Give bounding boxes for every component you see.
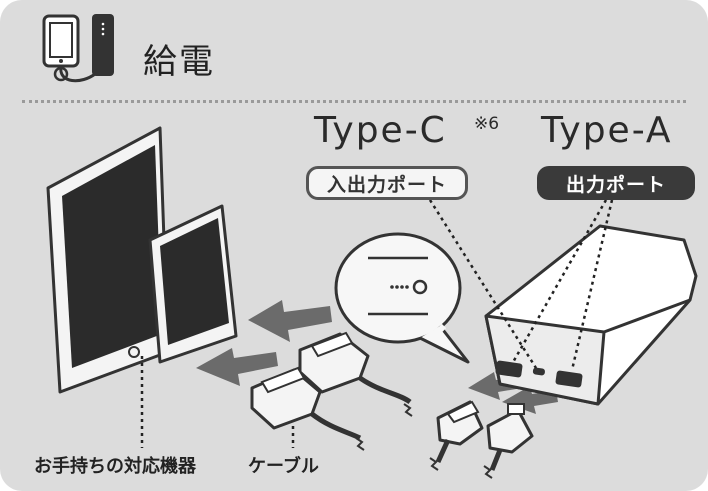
type-c-label: Type-C [314,110,447,151]
smartphone-device [148,204,238,364]
io-port-badge: 入出力ポート [306,166,468,200]
type-a-leader-right [570,199,614,371]
phone-charging-icon [42,14,114,83]
cable-caption: ケーブル [248,456,319,477]
usb-cable-bank-right [483,403,534,479]
type-c-footnote: ※6 [474,114,500,134]
usb-cable-upper [298,331,413,417]
usb-cable-bank-left [429,400,484,471]
device-caption: お手持ちの対応機器 [34,456,196,477]
type-a-label: Type-A [541,110,673,151]
usb-cable-lower [250,366,365,451]
dotted-divider [22,100,686,103]
section-title: 給電 [143,42,215,82]
output-port-badge: 出力ポート [537,166,695,200]
power-bank [484,224,698,406]
tablet-device [46,126,170,394]
port-zoom-bubble [334,232,470,364]
type-c-leader-line [428,199,538,369]
